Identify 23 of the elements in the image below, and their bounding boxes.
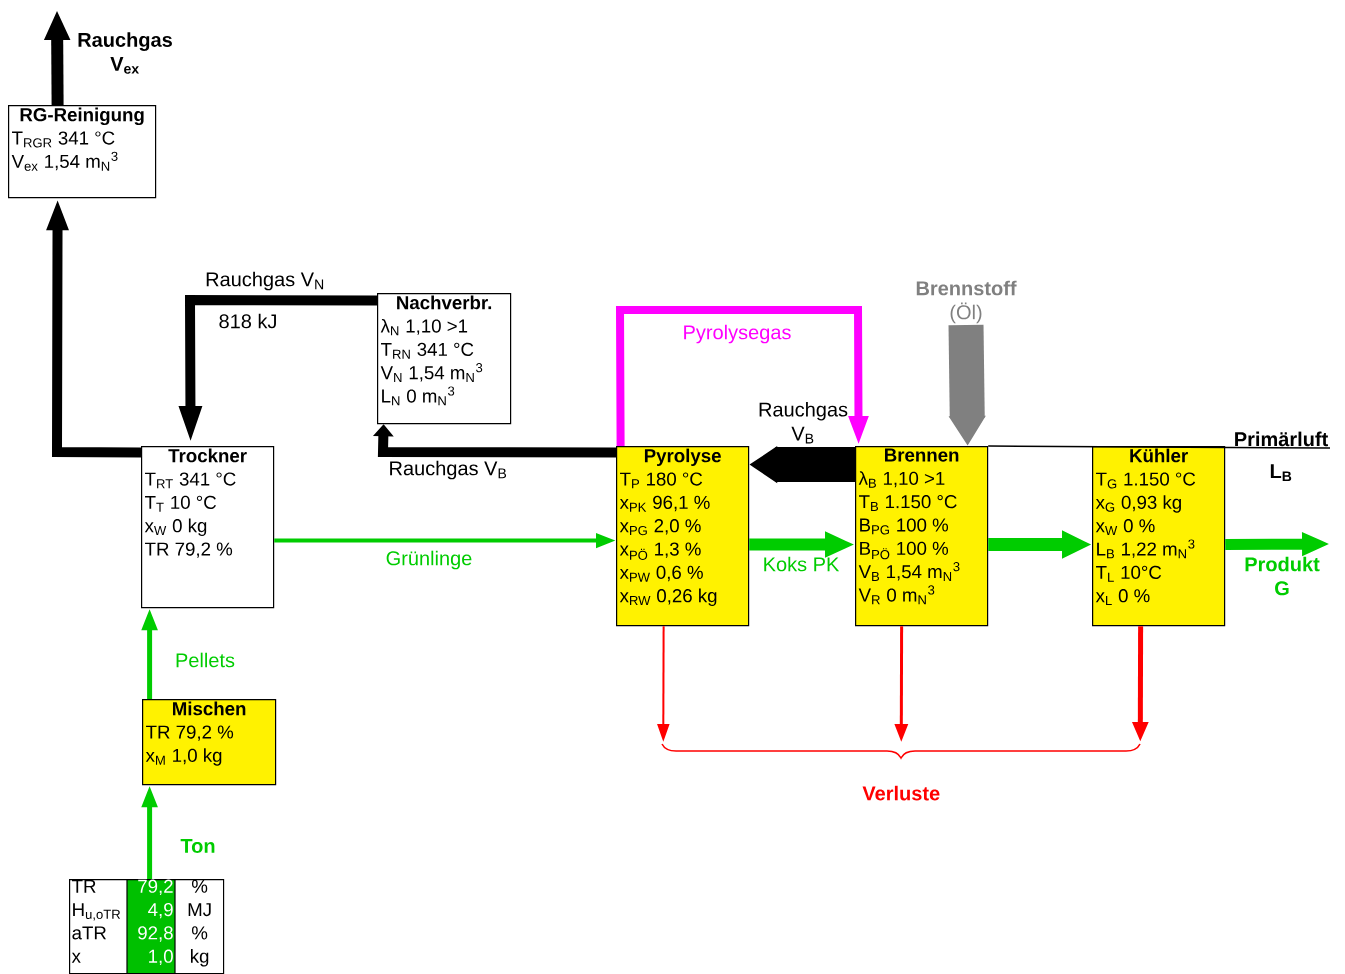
- process-box: RG-Reinigung T$_{RGR}$ 341 °C V$_{ex}$ 1,54 m$_{N}$3: [8, 105, 157, 199]
- data-table: TR 79,2 % H$_{u,oTR}$ 4,9 MJ aTR 92,8 % x 1,0 kg: [69, 878, 225, 974]
- process-box: Mischen TR 79,2 % x$_{M}$ 1,0 kg: [142, 699, 277, 786]
- process-box: Kühler T$_{G}$ 1.150 °C x$_{G}$ 0,93 kg x$_{W}$ 0 % L$_{B}$ 1,22 m$_{N}$3 T$_{L}$ 10°C x$_{L}$ 0 %: [1092, 446, 1226, 627]
- edge-label: Primärluft L$_{B}$: [1235, 431, 1328, 482]
- loss-brace: Verluste: [661, 743, 1141, 801]
- stream-label: Brennstoff (Öl): [916, 280, 1017, 324]
- edge-label: Rauchgas V$_{N}$: [206, 271, 324, 291]
- edge-label: Ton: [180, 839, 215, 853]
- edge-label: Koks PK: [764, 556, 840, 572]
- energy-label: 818 kJ: [219, 313, 276, 329]
- edge-label: Pyrolysegas: [684, 324, 791, 344]
- edge-label: Rauchgas V$_{ex}$: [78, 32, 172, 74]
- process-box: Trockner T$_{RT}$ 341 °C T$_{T}$ 10 °C x$_{W}$ 0 kg TR 79,2 %: [141, 446, 275, 609]
- edge-label: Produkt G: [1245, 556, 1320, 596]
- edge-label: Rauchgas V$_{B}$: [390, 460, 507, 480]
- process-box: Pyrolyse T$_{P}$ 180 °C x$_{PK}$ 96,1 % x$_{PG}$ 2,0 % x$_{PÖ}$ 1,3 % x$_{PW}$ 0,6 % x$_{RW}$ 0,26 kg: [616, 446, 750, 627]
- process-box: Nachverbr. λ$_{N}$ 1,10 >1 T$_{RN}$ 341 °C V$_{N}$ 1,54 m$_{N}$3 L$_{N}$ 0 m$_{N}$3: [377, 293, 512, 425]
- process-box: Brennen λ$_{B}$ 1,10 >1 T$_{B}$ 1.150 °C B$_{PG}$ 100 % B$_{PÖ}$ 100 % V$_{B}$ 1,54 m$_{N}$3 V$_{R}$ 0 m$_{N}$3: [855, 446, 989, 627]
- edge-label: Grünlinge: [386, 550, 472, 570]
- edge-label: Pellets: [176, 652, 235, 668]
- flow-line: [987, 445, 1331, 449]
- edge-label: Rauchgas V$_{B}$: [759, 401, 848, 444]
